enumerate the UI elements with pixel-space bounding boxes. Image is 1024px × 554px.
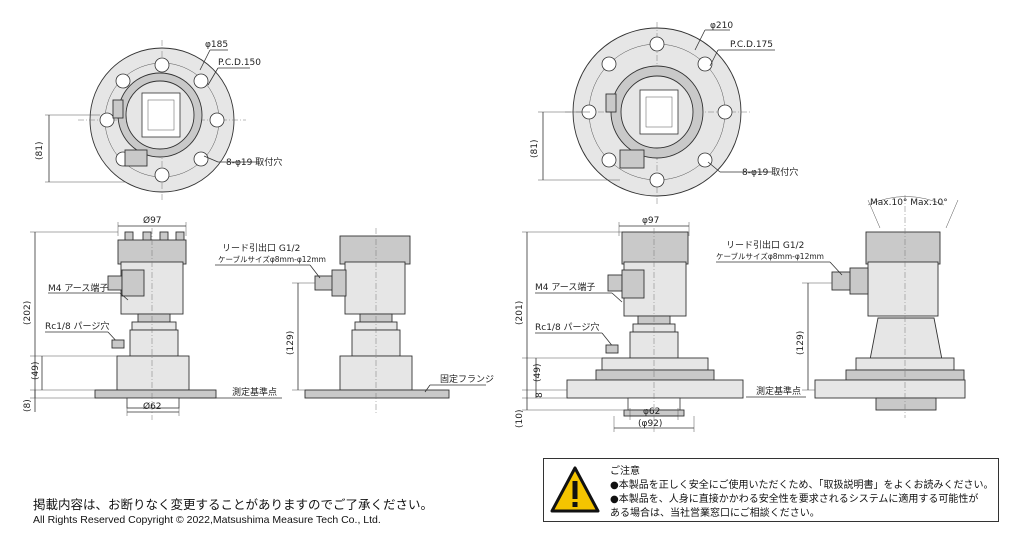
left-purge-label: Rc1/8 パージ穴 [45,320,109,332]
right-earth-label: M4 アース端子 [535,281,595,293]
right-lead-label: リード引出口 G1/2 [726,239,804,251]
left-side-view: リード引出口 G1/2 ケーブルサイズφ8mm-φ12mm (129) 固定フラ… [215,228,494,415]
bolt-hole [193,151,209,167]
left-earth-label: M4 アース端子 [48,282,108,294]
right-side-view: Max.10° Max.10° リード引出口 G1/2 ケーブルサイズφ8mm-… [716,195,966,418]
left-outer-diameter: φ185 [205,40,228,50]
right-outer-bottom-diameter: (φ92) [638,419,662,429]
right-pcd: P.C.D.175 [730,40,773,50]
bolt-hole [601,152,617,168]
right-front-height-flange: 8 [535,392,545,398]
bolt-hole [601,56,617,72]
left-top-view: φ185 P.C.D.150 8-φ19 取付穴 (81) [35,40,282,200]
left-front-height-lower: (49) [31,362,41,380]
bolt-hole [99,112,115,128]
right-front-height-bottom: (10) [515,410,525,428]
right-front-height-lower: (49) [533,364,543,382]
right-tilt-label: Max.10° Max.10° [870,198,948,208]
right-holes-label: 8-φ19 取付穴 [742,166,798,178]
left-lead-label: リード引出口 G1/2 [222,242,300,254]
right-front-height-total: (201) [515,301,525,325]
notice-line-1: ●本製品を正しく安全にご使用いただくため、「取扱説明書」をよくお読みください。 [610,480,994,491]
footer-copyright: All Rights Reserved Copyright © 2022,Mat… [33,514,381,526]
right-front-width: φ97 [642,216,659,226]
left-front-width: Ø97 [143,215,162,226]
left-front-height-total: (202) [23,301,33,325]
right-purge-label: Rc1/8 パージ穴 [535,321,599,333]
bolt-hole [697,152,713,168]
notice-line-3: ある場合は、当社営業窓口にご相談ください。 [610,508,820,519]
left-front-height-flange: (8) [23,399,33,412]
bolt-hole [717,104,733,120]
bolt-hole [649,172,665,188]
left-front-bottom-diameter: Ø62 [143,401,162,412]
left-flange-label: 固定フランジ [440,373,494,385]
right-ref-point: 測定基準点 [756,385,801,397]
right-top-view: φ210 P.C.D.175 8-φ19 取付穴 (81) [530,21,798,205]
bolt-hole [154,57,170,73]
bolt-hole [193,73,209,89]
notice-line-2: ●本製品を、人身に直接かかわる安全性を要求されるシステムに適用する可能性が [610,494,979,505]
right-front-view: φ97 (201) (49) 8 (10) φ62 (φ92) [515,216,806,432]
right-inner-diameter: φ62 [643,407,660,417]
left-cable-label: ケーブルサイズφ8mm-φ12mm [218,254,326,264]
caution-notice: ご注意 ●本製品を正しく安全にご使用いただくため、「取扱説明書」をよくお読みくだ… [543,458,999,522]
warning-triangle-icon [550,466,600,513]
bolt-hole [649,36,665,52]
right-side-height: (129) [796,331,806,355]
bolt-hole [209,112,225,128]
left-ref-point: 測定基準点 [232,386,277,398]
bolt-hole [697,56,713,72]
footer-disclaimer: 掲載内容は、お断りなく変更することがありますのでご了承ください。 [33,497,434,512]
bolt-hole [115,73,131,89]
right-cable-label: ケーブルサイズφ8mm-φ12mm [716,251,824,261]
left-holes-label: 8-φ19 取付穴 [226,156,282,168]
left-front-view: Ø97 (202) (49) (8) Ø62 M4 アース端子 [23,215,282,420]
left-top-offset: (81) [35,142,45,160]
right-top-offset: (81) [530,140,540,158]
left-pcd: P.C.D.150 [218,58,261,68]
left-side-height: (129) [286,331,296,355]
right-outer-diameter: φ210 [710,21,733,31]
bolt-hole [154,167,170,183]
notice-title: ご注意 [610,466,640,477]
